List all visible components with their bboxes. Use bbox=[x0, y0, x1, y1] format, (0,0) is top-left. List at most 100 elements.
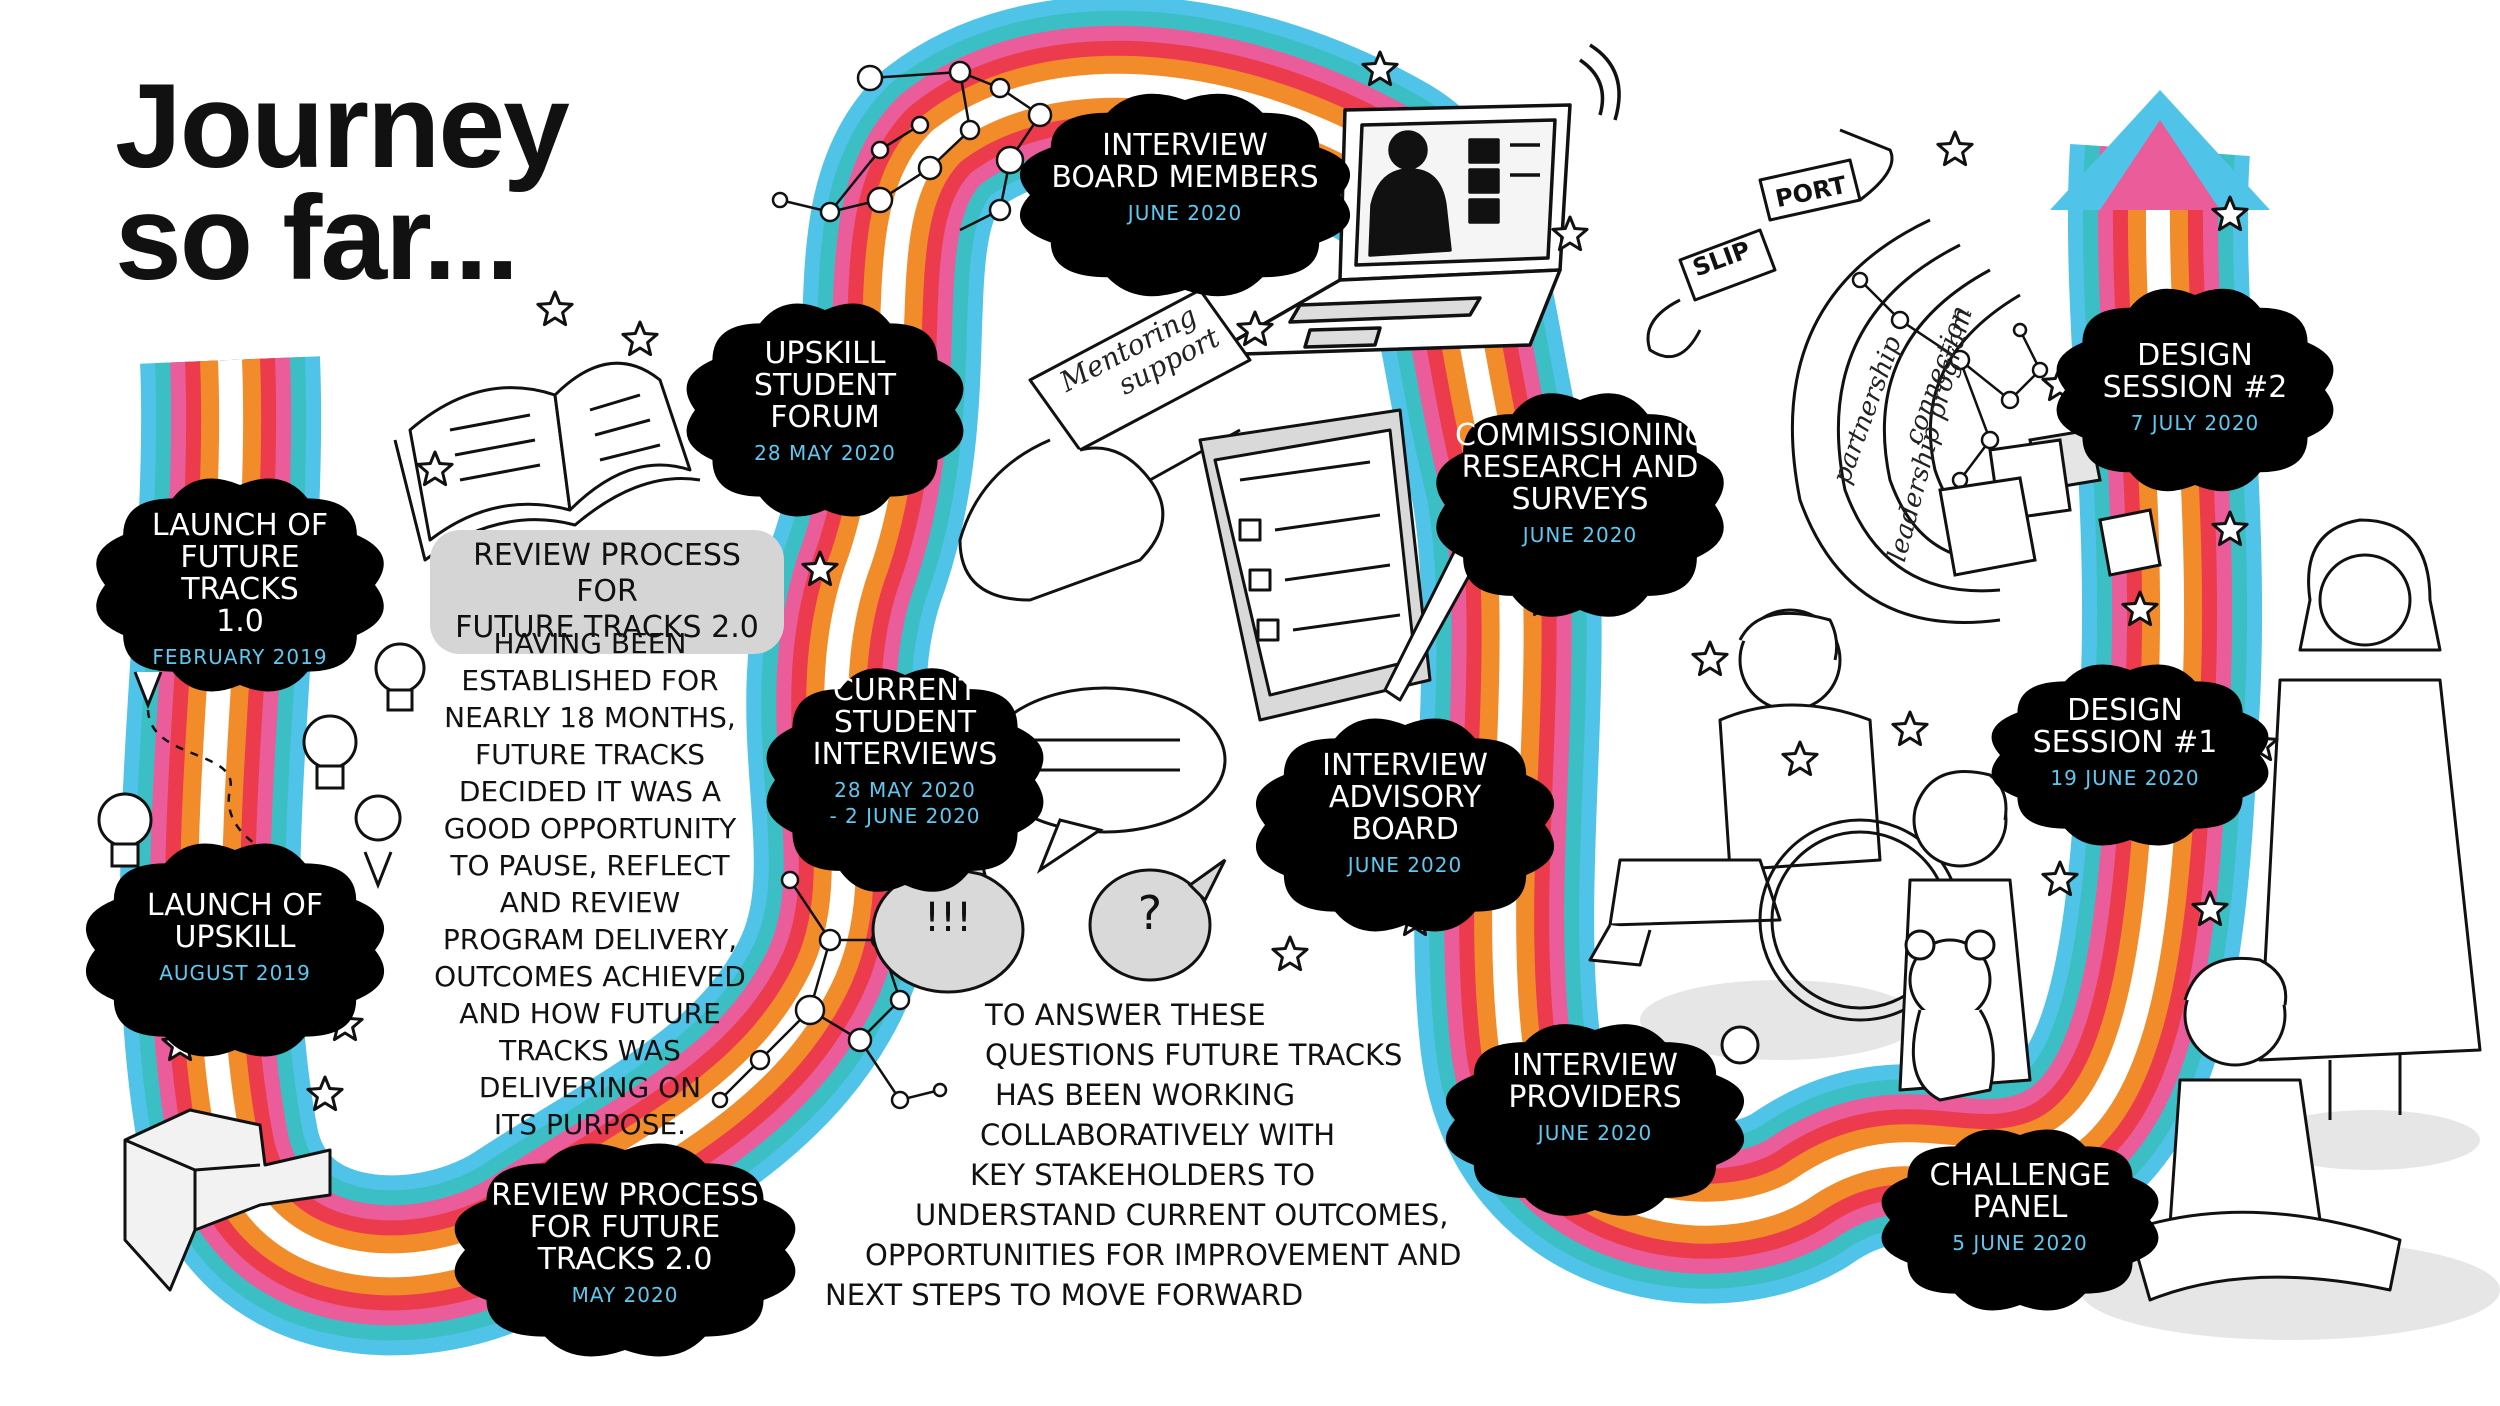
milestone-cloud bbox=[96, 478, 384, 692]
answer-line: COLLABORATIVELY with bbox=[980, 1118, 1336, 1152]
review-body-line: PROGRAM DELIVERY, bbox=[442, 923, 738, 956]
review-body-line: NEARLY 18 MONTHS, bbox=[444, 701, 736, 734]
milestone-label: PANEL bbox=[1972, 1190, 2068, 1225]
star-icon bbox=[2191, 890, 2229, 927]
girl-with-teddy bbox=[1898, 770, 2032, 1102]
star-icon bbox=[1361, 50, 1399, 87]
milestone-clouds bbox=[85, 93, 2334, 1357]
review-heading-line: REVIEW PROCESS for bbox=[473, 538, 741, 609]
milestone-design-session-1: DESIGN SESSION #1 19 JUNE 2020 bbox=[2010, 695, 2240, 791]
milestone-date: JUNE 2020 bbox=[1537, 1121, 1653, 1145]
staircase-icon bbox=[123, 1108, 332, 1292]
milestone-label: UPSKILL bbox=[764, 336, 886, 371]
sticky-notes bbox=[1938, 428, 2162, 577]
milestone-label: INTERVIEW bbox=[1102, 128, 1268, 163]
star-icon bbox=[416, 450, 454, 487]
milestone-cloud bbox=[686, 303, 964, 517]
milestone-label: INTERVIEW bbox=[1512, 1048, 1678, 1083]
review-body-line: DELIVERING on bbox=[478, 1071, 702, 1104]
milestone-label: ADVISORY bbox=[1328, 780, 1482, 815]
milestone-label: 1.0 bbox=[216, 604, 264, 639]
milestone-label: TRACKS 2.0 bbox=[537, 1242, 713, 1277]
review-body-line: its PURPOSE. bbox=[493, 1108, 687, 1141]
milestone-date: 28 MAY 2020 bbox=[754, 441, 896, 465]
laptop-icon bbox=[1208, 43, 1621, 357]
milestone-upskill-student-forum: UPSKILL STUDENT FORUM 28 MAY 2020 bbox=[710, 338, 940, 466]
answer-line: KEY STAKEHOLDERS to bbox=[970, 1158, 1316, 1192]
milestone-challenge-panel: CHALLENGE PANEL 5 JUNE 2020 bbox=[1910, 1160, 2130, 1256]
milestone-launch-future-tracks: LAUNCH of FUTURE TRACKS 1.0 FEBRUARY 201… bbox=[125, 510, 355, 670]
review-body-line: and HOW FUTURE bbox=[459, 997, 721, 1030]
answer-line: UNDERSTAND CURRENT OUTCOMES, bbox=[915, 1198, 1449, 1232]
milestone-label: FUTURE TRACKS bbox=[180, 540, 300, 607]
milestone-label: DESIGN bbox=[2067, 693, 2183, 728]
open-book-icon bbox=[393, 361, 701, 562]
milestone-label: INTERVIEWS bbox=[812, 737, 998, 772]
milestone-label: COMMISSIONING bbox=[1455, 418, 1708, 453]
milestone-cloud bbox=[1255, 718, 1555, 932]
milestone-label: SURVEYS bbox=[1511, 482, 1649, 517]
milestone-label: BOARD bbox=[1351, 812, 1459, 847]
star-icon bbox=[1936, 130, 1974, 167]
milestone-label: UPSKILL bbox=[174, 920, 296, 955]
mentoring-card bbox=[958, 288, 1252, 602]
page-title: Journey so far... bbox=[115, 59, 570, 305]
milestone-label: RESEARCH and bbox=[1461, 450, 1699, 485]
milestone-cloud bbox=[454, 1143, 796, 1357]
review-body-line: ESTABLISHED for bbox=[461, 664, 719, 697]
checklist-icon bbox=[1198, 408, 1502, 722]
constellation-middle bbox=[711, 870, 948, 1110]
star-icon bbox=[1891, 710, 1929, 747]
milestone-cloud bbox=[1019, 93, 1351, 297]
answer-line: NEXT STEPS to MOVE FORWARD bbox=[825, 1278, 1304, 1312]
answer-line: OPPORTUNITIES for IMPROVEMENT and bbox=[865, 1238, 1462, 1272]
milestone-interview-advisory-board: INTERVIEW ADVISORY BOARD JUNE 2020 bbox=[1285, 750, 1525, 878]
boy-in-wheelchair bbox=[1588, 608, 1962, 1065]
star-icon bbox=[2041, 860, 2079, 897]
speech-exclamation: !!! bbox=[923, 895, 973, 941]
review-body-line: GOOD OPPORTUNITY bbox=[443, 812, 737, 845]
star-icon bbox=[1551, 215, 1589, 252]
milestone-cloud bbox=[766, 668, 1044, 892]
speech-bubble-icon bbox=[871, 686, 1227, 994]
milestone-date: MAY 2020 bbox=[571, 1283, 679, 1307]
milestone-date: FEBRUARY 2019 bbox=[152, 645, 328, 669]
milestone-label: SESSION #1 bbox=[2032, 725, 2218, 760]
review-body-line: and REVIEW bbox=[499, 886, 681, 919]
milestone-label: INTERVIEW bbox=[1322, 748, 1488, 783]
review-body-line: DECIDED it WAS a bbox=[458, 775, 722, 808]
milestone-label: for FUTURE bbox=[529, 1210, 721, 1245]
star-icon bbox=[2211, 510, 2249, 547]
milestone-label: REVIEW PROCESS bbox=[491, 1178, 759, 1213]
star-icon bbox=[1271, 935, 1309, 972]
milestone-label: STUDENT bbox=[833, 705, 977, 740]
lightbulb-icon bbox=[97, 642, 426, 868]
milestone-date: 5 JUNE 2020 bbox=[1952, 1231, 2088, 1255]
milestone-date: AUGUST 2019 bbox=[159, 961, 311, 985]
milestone-cloud bbox=[1436, 393, 1724, 617]
star-icon bbox=[2211, 195, 2249, 232]
milestone-label: LAUNCH of bbox=[146, 888, 324, 923]
review-body-line: OUTCOMES ACHIEVED bbox=[434, 960, 746, 993]
milestone-commissioning-research: COMMISSIONING RESEARCH and SURVEYS JUNE … bbox=[1455, 418, 1708, 548]
title-line-1: Journey bbox=[115, 59, 570, 193]
support-sign-icon bbox=[1646, 128, 1894, 359]
milestone-date: JUNE 2020 bbox=[1347, 853, 1463, 877]
review-heading: REVIEW PROCESS for FUTURE TRACKS 2.0 bbox=[430, 530, 784, 654]
star-icon bbox=[536, 290, 574, 327]
milestone-label: DESIGN bbox=[2137, 338, 2253, 373]
milestone-cloud bbox=[85, 843, 385, 1057]
milestone-date: 7 JULY 2020 bbox=[2130, 411, 2260, 435]
answer-line: QUESTIONS FUTURE TRACKS bbox=[985, 1038, 1403, 1072]
title-line-2: so far... bbox=[115, 171, 519, 305]
answer-paragraph: To ANSWER these QUESTIONS FUTURE TRACKS … bbox=[820, 995, 1520, 1315]
review-heading-line: FUTURE TRACKS 2.0 bbox=[455, 610, 759, 645]
star-icon bbox=[1781, 740, 1819, 777]
answer-line: has been WORKING bbox=[995, 1078, 1296, 1112]
milestone-current-student-interviews: CURRENT STUDENT INTERVIEWS 28 MAY 2020 -… bbox=[790, 675, 1020, 829]
constellation-top bbox=[771, 60, 1053, 232]
milestone-cloud bbox=[1445, 1024, 1745, 1216]
sitting-boy bbox=[2080, 956, 2500, 1340]
milestone-date: 19 JUNE 2020 bbox=[2050, 766, 2200, 790]
review-body-line: TRACKS was bbox=[499, 1034, 681, 1067]
